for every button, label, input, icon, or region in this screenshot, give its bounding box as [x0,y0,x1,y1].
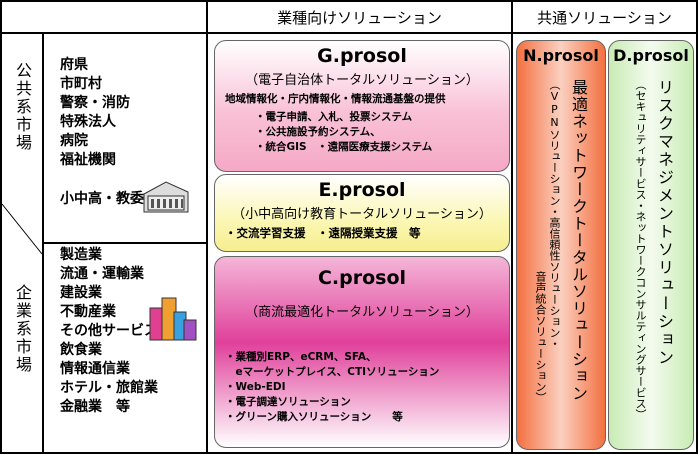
list-item: 建設業 [60,285,102,301]
list-item: ホテル・旅館業 [60,380,158,396]
list-item: 病院 [60,133,88,149]
c-prosol-item: eマーケットプレイス、CTIソリューション [225,366,440,378]
n-prosol-sub1: （VPNソリューション・高信頼性ソリューション・ [548,79,561,349]
header-common: 共通ソリューション [513,2,696,32]
e-prosol-item: ・交流学習支援 ・遠隔授業支援 等 [225,226,421,240]
c-prosol-item: ・業種別ERP、eCRM、SFA、 [225,351,377,363]
g-prosol-lead: 地域情報化・庁内情報化・情報流通基盤の提供 [225,93,446,105]
g-prosol-item: ・公共施設予約システム、 [255,126,381,138]
enterprise-market-label: 企業系市場 [13,284,32,374]
c-prosol-item: ・電子調達ソリューション [225,396,351,408]
n-prosol-box: N.prosol 最適ネットワークトータルソリューション （VPNソリューション… [516,40,606,450]
public-market-cell: 府県 市町村 警察・消防 特殊法人 病院 福祉機関 小中高・教委 等 [44,34,206,242]
g-prosol-item: ・電子申請、入札、投票システム [255,111,413,123]
header-industry: 業種向けソリューション [208,2,511,32]
list-item: その他サービス業 [60,323,172,339]
list-item: 市町村 [60,76,102,92]
list-item: 製造業 [60,247,102,263]
c-prosol-item: ・Web-EDI [225,381,286,393]
list-item: 飲食業 [60,342,102,358]
g-prosol-box: G.prosol （電子自治体トータルソリューション） 地域情報化・庁内情報化・… [214,40,510,172]
list-item: 府県 [60,57,88,73]
d-prosol-sub: （セキュリティサービス・ネットワークコンサルティングサービス） [634,79,647,420]
n-prosol-sub2: 音声統合ソリューション） [534,271,547,403]
g-prosol-title: G.prosol [317,45,407,67]
list-item: 金融業 等 [60,399,130,415]
g-prosol-item: ・統合GIS ・遠隔医療支援システム [255,141,433,153]
d-prosol-box: D.prosol リスクマネジメントソリューション （セキュリティサービス・ネッ… [608,40,694,450]
n-prosol-main: 最適ネットワークトータルソリューション [569,79,588,402]
enterprise-market-list: 製造業 流通・運輸業 建設業 不動産業 その他サービス業 飲食業 情報通信業 ホ… [60,246,172,417]
divider-line [2,203,42,255]
c-prosol-subtitle: （商流最適化トータルソリューション） [245,305,479,320]
list-item: 情報通信業 [60,361,130,377]
list-item: 特殊法人 [60,114,116,130]
e-prosol-box: E.prosol （小中高向け教育トータルソリューション） ・交流学習支援 ・遠… [214,174,510,252]
corner-cell [2,2,206,32]
d-prosol-title: D.prosol [613,46,689,65]
office-buildings-icon [149,297,197,341]
g-prosol-subtitle: （電子自治体トータルソリューション） [245,73,479,88]
list-item: 不動産業 [60,304,116,320]
e-prosol-title: E.prosol [318,179,406,201]
c-prosol-title: C.prosol [317,267,407,289]
e-prosol-subtitle: （小中高向け教育トータルソリューション） [232,207,492,222]
public-market-label: 公共系市場 [13,62,32,152]
government-building-icon [143,181,189,213]
list-item: 流通・運輸業 [60,266,144,282]
list-item: 福祉機関 [60,152,116,168]
list-item: 警察・消防 [60,95,130,111]
enterprise-market-cell: 製造業 流通・運輸業 建設業 不動産業 その他サービス業 飲食業 情報通信業 ホ… [44,244,206,452]
c-prosol-item: ・グリーン購入ソリューション 等 [225,411,403,423]
d-prosol-main: リスクマネジメントソリューション [655,79,674,367]
n-prosol-title: N.prosol [523,46,599,65]
market-label-column: 公共系市場 企業系市場 [2,34,42,452]
c-prosol-box: C.prosol （商流最適化トータルソリューション） ・業種別ERP、eCRM… [214,256,510,448]
